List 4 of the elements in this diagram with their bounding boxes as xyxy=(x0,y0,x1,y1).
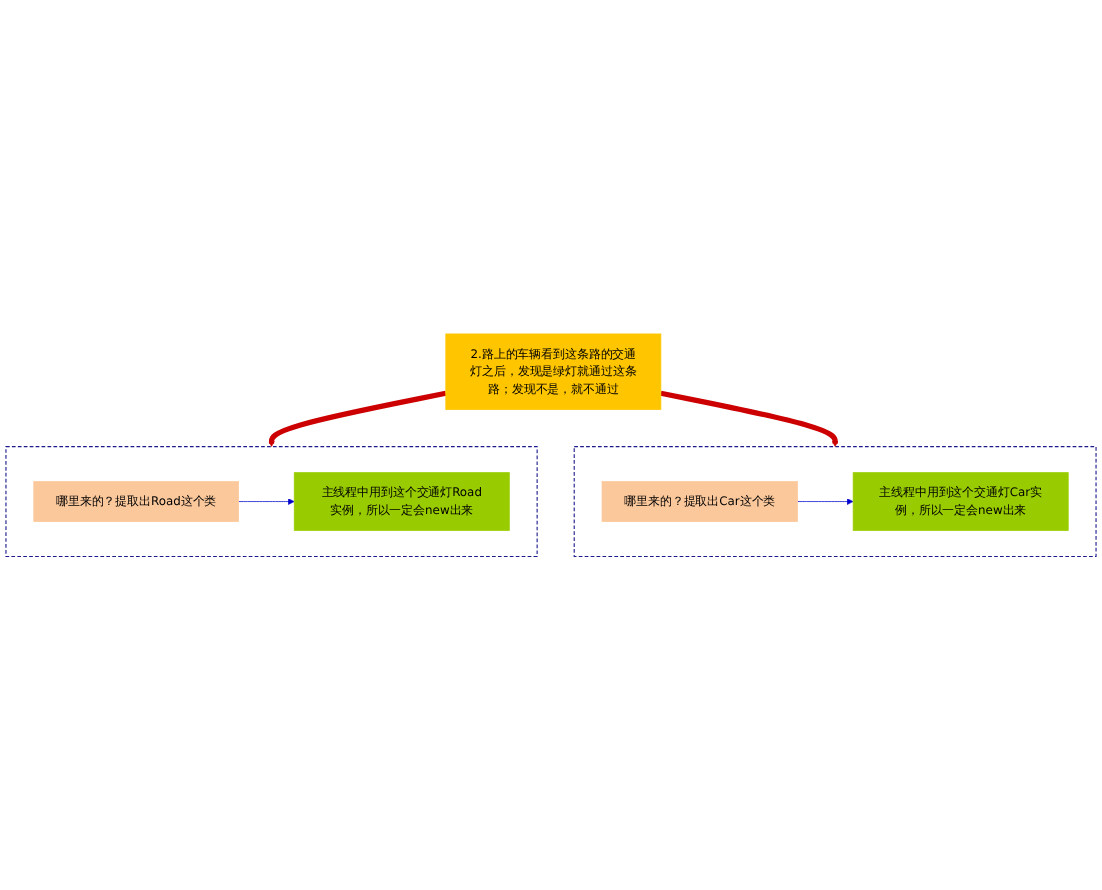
cluster xyxy=(573,445,1097,557)
arrow xyxy=(268,390,447,447)
cluster xyxy=(5,445,538,557)
arrow xyxy=(660,390,839,447)
